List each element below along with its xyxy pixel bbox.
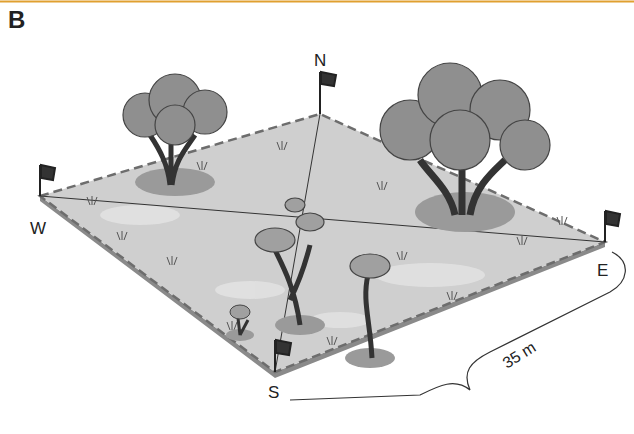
tree (123, 74, 227, 185)
marker-flags (40, 72, 620, 372)
top-rule (0, 1, 634, 3)
tree (255, 198, 324, 325)
compass-label: W (30, 220, 46, 237)
west-east-line (40, 196, 605, 242)
plot-ground (40, 114, 605, 372)
tree-shadows (135, 168, 515, 368)
compass-label: N (314, 52, 326, 69)
grass-tufts (87, 141, 567, 345)
compass-label: E (597, 262, 608, 279)
shrub (230, 305, 250, 335)
tree (380, 63, 550, 215)
dimension-brace (290, 252, 625, 400)
compass-label: S (268, 384, 279, 401)
panel-letter: B (8, 8, 25, 32)
tree (350, 254, 390, 358)
